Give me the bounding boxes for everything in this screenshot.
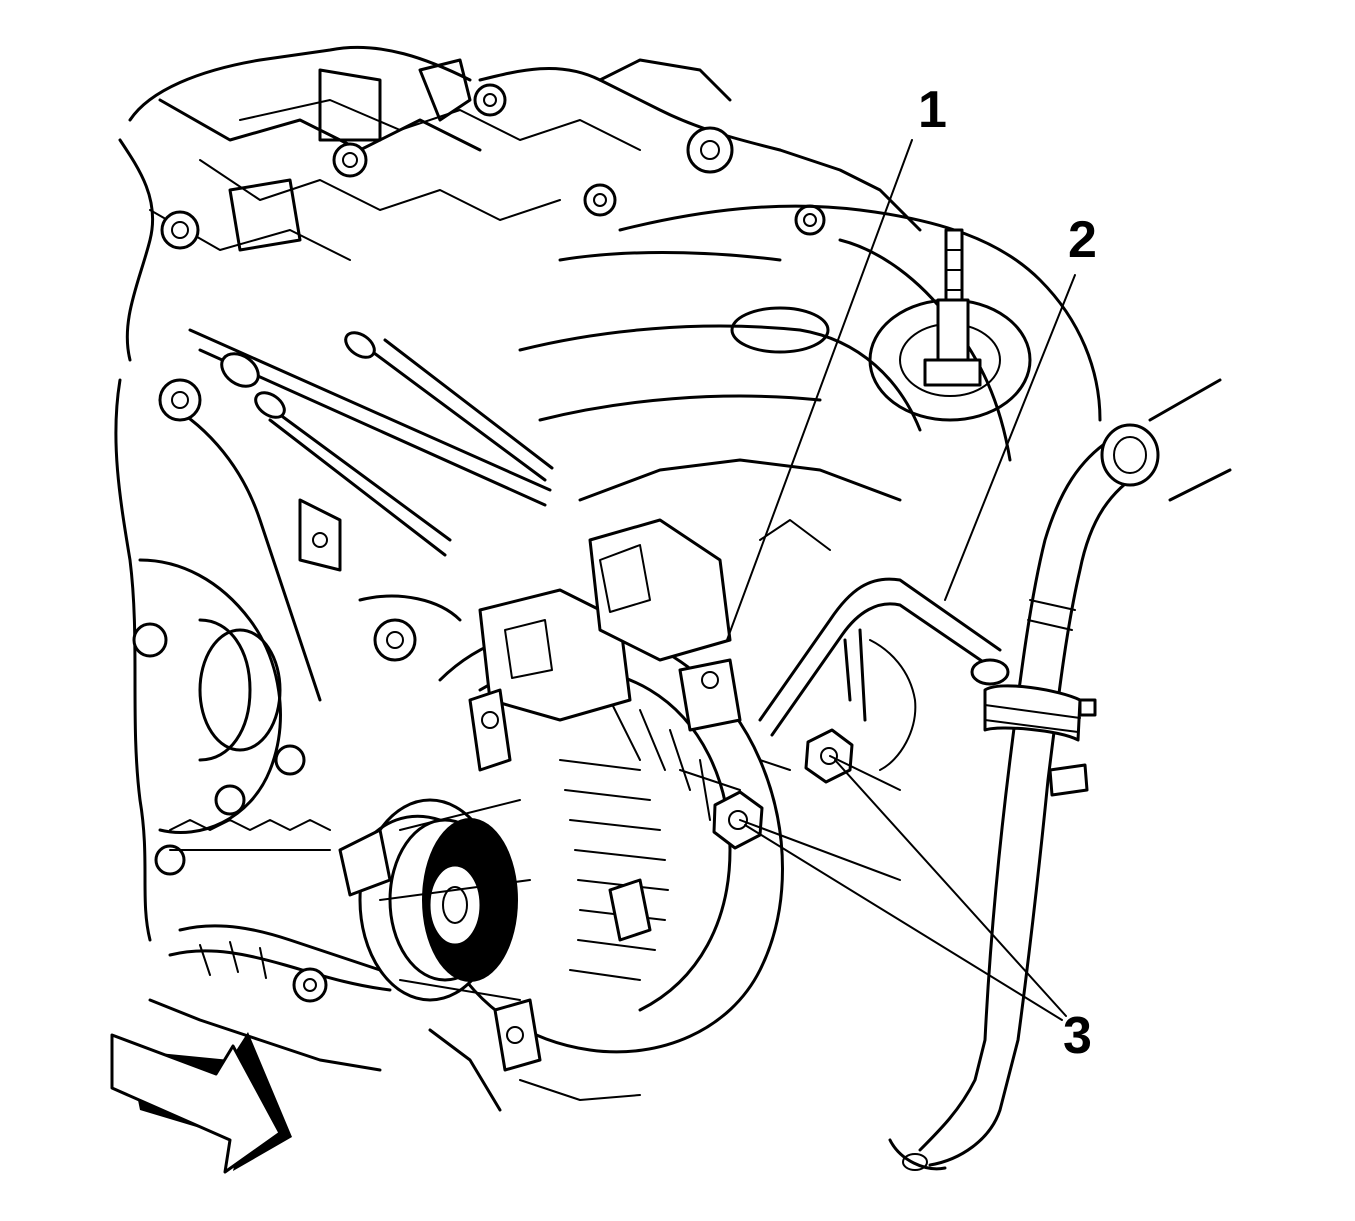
coolant-hose [888, 378, 1232, 1171]
callout-3: 3 [1063, 1007, 1092, 1065]
upper-right-housing [518, 204, 1102, 551]
mounting-rods [188, 328, 554, 557]
callout-leaders [726, 139, 1076, 1021]
engine-left-block [114, 378, 462, 942]
leader-line-3b [834, 759, 1067, 1017]
callout-2: 2 [1068, 211, 1097, 269]
front-direction-arrow-icon [110, 1032, 292, 1174]
leader-line-2 [944, 274, 1076, 601]
leader-line-1 [726, 139, 913, 641]
leader-line-3a [744, 824, 1063, 1021]
callout-1: 1 [918, 81, 947, 139]
generator-bracket [758, 577, 1010, 771]
engine-upper-linework [118, 45, 922, 362]
generator-assembly [338, 518, 901, 1072]
lower-wiring-harness [148, 924, 641, 1112]
